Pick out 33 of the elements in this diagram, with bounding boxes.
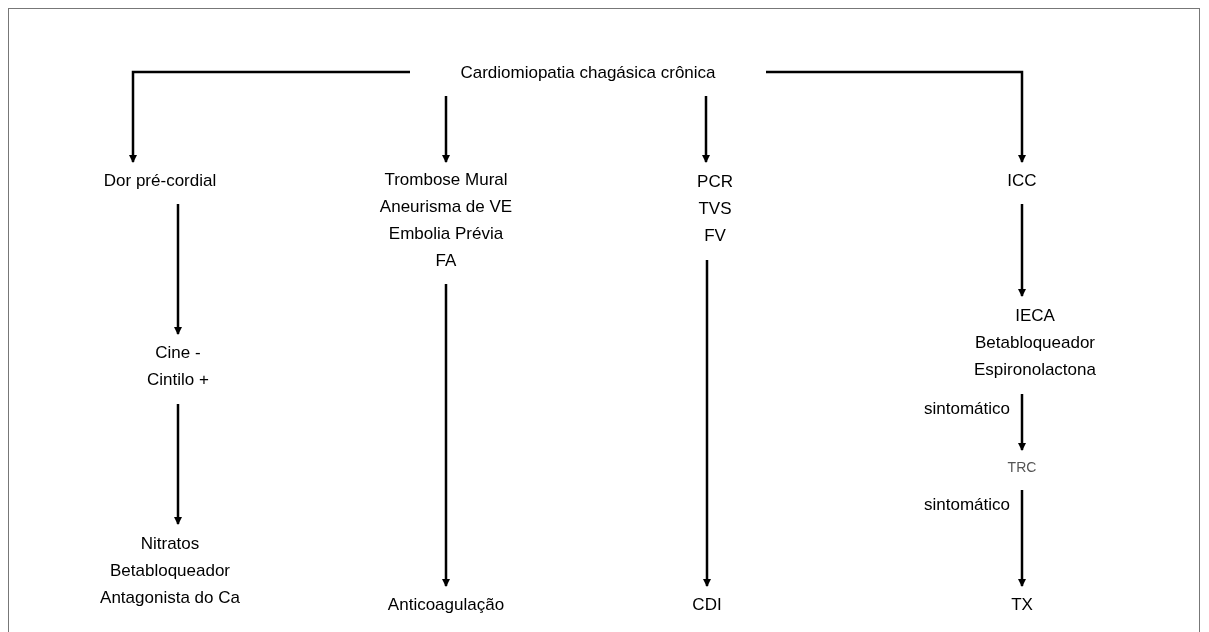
node-text: Trombose Mural bbox=[384, 169, 508, 191]
arrow bbox=[703, 260, 711, 587]
node-text: Espironolactona bbox=[974, 358, 1096, 381]
node-text: Nitratos bbox=[140, 532, 200, 555]
arrow bbox=[129, 70, 410, 163]
node-text: Cintilo + bbox=[147, 369, 209, 391]
node-text: Betabloqueador bbox=[109, 559, 230, 582]
node-text: PCR bbox=[697, 170, 733, 193]
arrow bbox=[1018, 490, 1026, 587]
node-text: Aneurisma de VE bbox=[379, 196, 513, 218]
node-text: TRC bbox=[1007, 458, 1037, 477]
node-text: FV bbox=[704, 224, 726, 247]
arrow bbox=[1018, 204, 1026, 297]
node-text: IECA bbox=[1015, 304, 1055, 327]
arrow bbox=[442, 284, 450, 587]
node-text: Anticoagulação bbox=[387, 593, 505, 616]
arrow bbox=[1018, 394, 1026, 451]
node-text: Betabloqueador bbox=[974, 331, 1095, 354]
node-text: Dor pré-cordial bbox=[103, 169, 217, 192]
arrow bbox=[766, 70, 1026, 163]
node-text: CDI bbox=[692, 593, 722, 616]
arrow bbox=[174, 404, 182, 525]
arrow bbox=[174, 204, 182, 335]
arrow bbox=[442, 96, 450, 163]
node-text: ICC bbox=[1007, 169, 1037, 192]
node-text: Antagonista do Ca bbox=[100, 586, 240, 609]
node-text: Cine - bbox=[155, 342, 201, 364]
node-text: Cardiomiopatia chagásica crônica bbox=[460, 61, 716, 84]
node-text: FA bbox=[435, 250, 457, 272]
node-text: Embolia Prévia bbox=[388, 223, 504, 245]
node-text: TX bbox=[1011, 593, 1033, 616]
arrow bbox=[702, 96, 710, 163]
node-text: TVS bbox=[698, 197, 732, 220]
